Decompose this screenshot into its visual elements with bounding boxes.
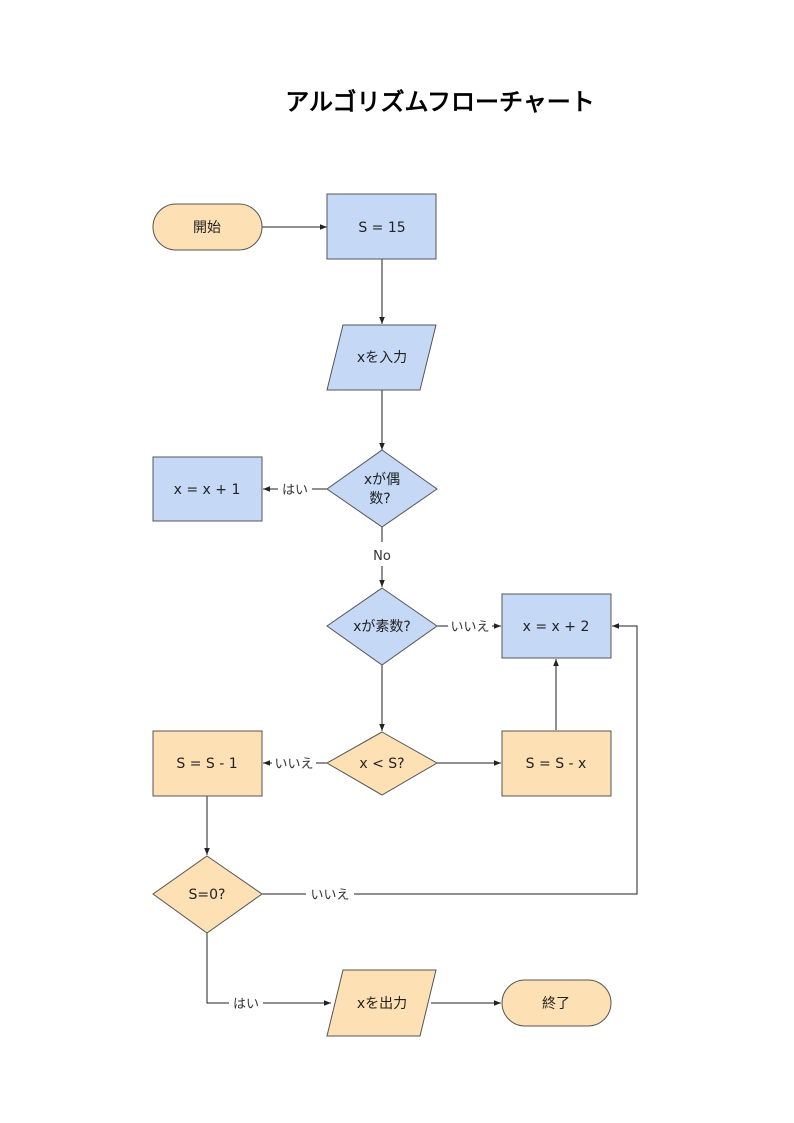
node-is-even-label-line1: xが偶 [364,472,400,488]
node-s-init: S = 15 [326,193,437,260]
edge-labels: はい No いいえ いいえ いいえ はい [229,480,492,1012]
node-input-x: xを入力 [326,324,437,391]
edge-zero-no [262,623,638,895]
node-end-label: 終了 [542,996,570,1012]
node-is-prime-label: xが素数? [353,619,411,635]
label-prime-no: いいえ [450,620,489,635]
node-x-plus-1-label: x = x + 1 [174,482,241,498]
node-is-even: xが偶 数? [326,449,438,528]
label-zero-no: いいえ [310,888,349,903]
node-x-plus-2: x = x + 2 [501,593,612,659]
node-x-plus-1: x = x + 1 [152,456,263,522]
node-end: 終了 [501,979,612,1027]
node-start-label: 開始 [193,220,221,236]
node-s-minus-x: S = S - x [501,730,612,797]
node-s-minus-x-label: S = S - x [526,756,587,772]
label-lt-no: いいえ [274,757,313,772]
node-s-minus-1: S = S - 1 [152,730,263,797]
label-zero-yes: はい [233,997,259,1012]
node-x-lt-s-label: x < S? [359,756,404,772]
node-is-even-label-line2: 数? [369,491,390,507]
node-s-minus-1-label: S = S - 1 [176,756,237,772]
node-output-x: xを出力 [326,969,437,1037]
node-input-x-label: xを入力 [357,350,407,366]
node-output-x-label: xを出力 [357,996,407,1012]
edges [204,224,638,1006]
chart-title: アルゴリズムフローチャート [285,88,595,116]
edge-zero-yes [206,933,331,1006]
label-even-yes: はい [282,483,308,498]
node-x-lt-s: x < S? [325,731,439,796]
node-s-init-label: S = 15 [358,220,405,236]
node-s-zero-label: S=0? [189,887,226,903]
node-is-prime: xが素数? [326,587,438,666]
label-even-no: No [373,549,391,564]
node-s-zero: S=0? [152,855,263,934]
node-x-plus-2-label: x = x + 2 [523,619,590,635]
node-start: 開始 [152,203,263,251]
